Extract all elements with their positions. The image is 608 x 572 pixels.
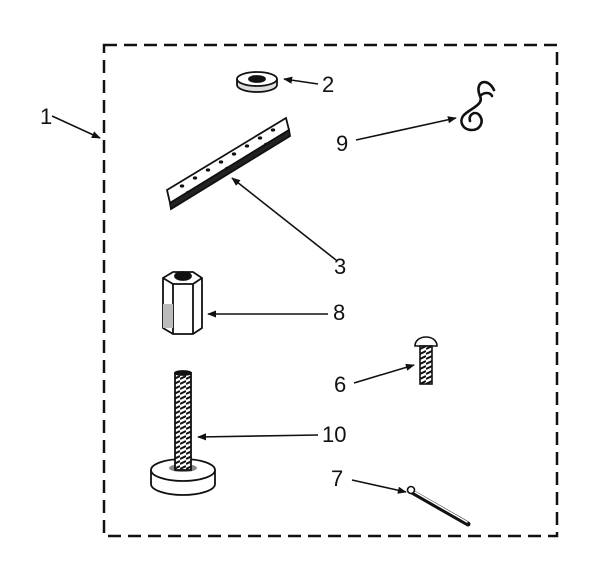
bolt-part <box>414 336 438 385</box>
hook-clip-part <box>460 80 496 132</box>
leader-7 <box>351 479 407 494</box>
callout-kit: 1 <box>40 104 53 129</box>
kit-boundary <box>102 43 559 538</box>
leader-3 <box>231 177 337 261</box>
callout-coupling-nut: 8 <box>333 300 346 325</box>
callout-leveling-strip: 3 <box>334 254 347 279</box>
leader-1 <box>51 115 101 139</box>
leader-2 <box>283 76 319 85</box>
spring-pin-part <box>406 485 471 527</box>
leveling-strip-part <box>165 116 291 211</box>
callout-washer: 2 <box>322 72 335 97</box>
callout-bolt: 6 <box>334 372 347 397</box>
callout-leveling-leg: 10 <box>322 422 347 447</box>
callout-hook-clip: 9 <box>336 131 349 156</box>
coupling-nut-part <box>162 271 203 335</box>
leader-lines <box>51 76 457 494</box>
washer-part <box>236 71 278 93</box>
leader-9 <box>355 116 457 141</box>
leader-6 <box>353 363 415 384</box>
callout-spring-pin: 7 <box>331 466 344 491</box>
leveling-leg-part <box>150 370 216 496</box>
leader-10 <box>197 433 319 441</box>
